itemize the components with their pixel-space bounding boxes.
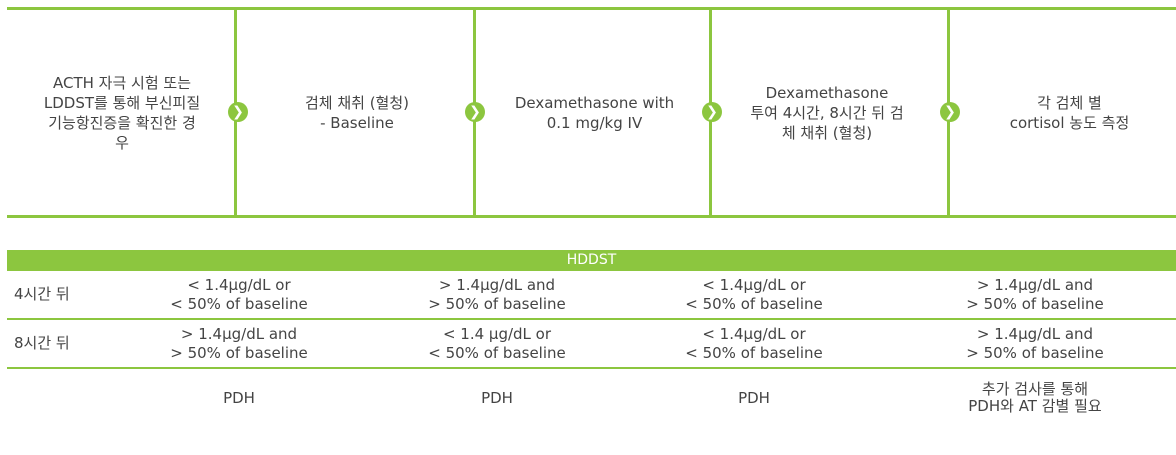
- cell-line: < 1.4 μg/dL or: [442, 324, 552, 343]
- flow-step-2: 검체 채취 (혈청) - Baseline: [247, 10, 467, 215]
- flow-step-4: Dexamethasone 투여 4시간, 8시간 뒤 검 체 채취 (혈청): [717, 10, 937, 215]
- table-cell: > 1.4μg/dL and> 50% of baseline: [910, 320, 1160, 367]
- table-cell: < 1.4 μg/dL or< 50% of baseline: [382, 320, 612, 367]
- cell-line: PDH: [738, 388, 770, 407]
- table-cell: PDH: [639, 369, 869, 427]
- step-1-line: 기능항진증을 확진한 경: [48, 113, 196, 132]
- row-label-text: 4시간 뒤: [14, 285, 70, 303]
- row-divider: [7, 367, 1176, 369]
- table-cell: PDH: [382, 369, 612, 427]
- cell-line: < 50% of baseline: [685, 343, 823, 362]
- cell-line: > 50% of baseline: [966, 294, 1104, 313]
- table-cell: < 1.4μg/dL or< 50% of baseline: [639, 271, 869, 318]
- flow-bottom-border: [7, 215, 1176, 218]
- step-2-line: 검체 채취 (혈청): [304, 93, 410, 112]
- cell-line: > 1.4μg/dL and: [976, 275, 1094, 294]
- table-cell: > 1.4μg/dL and> 50% of baseline: [910, 271, 1160, 318]
- step-5-line: cortisol 농도 측정: [1009, 113, 1130, 132]
- chevron-right-icon: ❯: [940, 102, 960, 122]
- step-4-line: 투여 4시간, 8시간 뒤 검: [750, 103, 904, 122]
- step-3-line: Dexamethasone with: [514, 93, 675, 112]
- cell-line: > 50% of baseline: [428, 294, 566, 313]
- cell-line: > 1.4μg/dL and: [438, 275, 556, 294]
- cell-line: < 50% of baseline: [428, 343, 566, 362]
- cell-line: > 50% of baseline: [170, 343, 308, 362]
- table-cell: > 1.4μg/dL and> 50% of baseline: [124, 320, 354, 367]
- flow-step-1: ACTH 자극 시험 또는 LDDST를 통해 부신피질 기능항진증을 확진한 …: [17, 10, 227, 215]
- cell-line: < 50% of baseline: [685, 294, 823, 313]
- chevron-right-icon: ❯: [702, 102, 722, 122]
- table-row: 8시간 뒤 > 1.4μg/dL and> 50% of baseline < …: [7, 320, 1176, 369]
- step-5-line: 각 검체 별: [1037, 93, 1102, 112]
- cell-line: < 50% of baseline: [170, 294, 308, 313]
- cell-line: PDH와 AT 감별 필요: [968, 397, 1102, 415]
- table-cell: PDH: [124, 369, 354, 427]
- cell-line: < 1.4μg/dL or: [702, 275, 806, 294]
- row-divider: [7, 318, 1176, 320]
- step-4-line: Dexamethasone: [765, 83, 889, 102]
- row-label-text: 8시간 뒤: [14, 334, 70, 352]
- cell-line: > 1.4μg/dL and: [976, 324, 1094, 343]
- table-header: HDDST: [7, 250, 1176, 271]
- cell-line: > 50% of baseline: [966, 343, 1104, 362]
- cell-line: PDH: [223, 388, 255, 407]
- step-3-line: 0.1 mg/kg IV: [546, 113, 643, 132]
- chevron-right-icon: ❯: [228, 102, 248, 122]
- table-cell: > 1.4μg/dL and> 50% of baseline: [382, 271, 612, 318]
- flow-top-border: [7, 7, 1176, 10]
- table-cell: < 1.4μg/dL or< 50% of baseline: [124, 271, 354, 318]
- hddst-table: HDDST 4시간 뒤 < 1.4μg/dL or< 50% of baseli…: [7, 250, 1176, 427]
- row-label: 4시간 뒤: [7, 271, 134, 318]
- flow-step-3: Dexamethasone with 0.1 mg/kg IV: [487, 10, 702, 215]
- step-1-line: 우: [115, 133, 129, 152]
- row-label: 8시간 뒤: [7, 320, 134, 367]
- cell-line: < 1.4μg/dL or: [702, 324, 806, 343]
- cell-line: > 1.4μg/dL and: [180, 324, 298, 343]
- table-cell: < 1.4μg/dL or< 50% of baseline: [639, 320, 869, 367]
- cell-line: < 1.4μg/dL or: [187, 275, 291, 294]
- flow-step-5: 각 검체 별 cortisol 농도 측정: [967, 10, 1172, 215]
- cell-line: 추가 검사를 통해: [981, 380, 1089, 398]
- procedure-flow: ACTH 자극 시험 또는 LDDST를 통해 부신피질 기능항진증을 확진한 …: [7, 10, 1176, 215]
- step-4-line: 체 채취 (혈청): [781, 123, 873, 142]
- step-1-line: ACTH 자극 시험 또는: [52, 73, 192, 92]
- table-row: 4시간 뒤 < 1.4μg/dL or< 50% of baseline > 1…: [7, 271, 1176, 320]
- step-2-line: - Baseline: [320, 113, 394, 132]
- cell-line: PDH: [481, 388, 513, 407]
- step-1-line: LDDST를 통해 부신피질: [43, 93, 201, 112]
- chevron-right-icon: ❯: [465, 102, 485, 122]
